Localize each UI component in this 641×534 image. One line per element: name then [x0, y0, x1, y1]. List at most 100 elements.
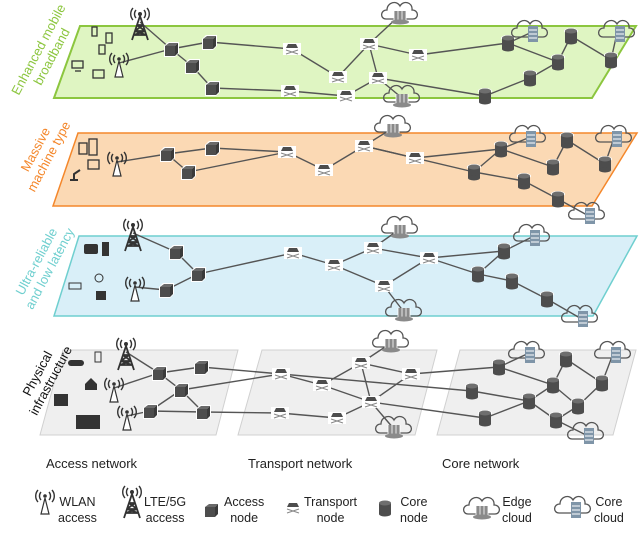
mmtc-core-node-icon	[598, 156, 612, 173]
phys-link	[471, 390, 530, 402]
embb-link	[484, 77, 531, 97]
mmtc-transport-node-icon	[277, 145, 297, 159]
region-label-core: Core network	[442, 456, 520, 471]
phys-transport-node-icon	[312, 378, 332, 392]
plane-phys-access	[39, 349, 239, 436]
mmtc-core-node-icon	[551, 191, 565, 208]
embb-transport-node-icon	[408, 48, 428, 62]
mmtc-core-node-icon	[494, 141, 508, 158]
legend-item-core-node: Core node	[396, 494, 428, 526]
lte-tower-urllc-icon	[122, 218, 144, 252]
phys-core-node-icon	[478, 410, 492, 427]
phys-core-node-icon	[546, 377, 560, 394]
phys-core-node-icon	[492, 359, 506, 376]
embb-access-node-icon	[205, 81, 220, 96]
phys-link	[280, 373, 473, 392]
embb-transport-node-icon	[359, 37, 379, 51]
edge-cloud-urllc-1-icon	[382, 217, 418, 239]
edge-cloud-embb-1-icon	[382, 3, 418, 25]
embb-link	[289, 90, 347, 97]
phys-link	[200, 366, 282, 375]
urllc-access-node-icon	[169, 245, 184, 260]
mmtc-transport-node-icon	[354, 139, 374, 153]
legend-item-edge-cloud: Edge cloud	[498, 494, 532, 526]
urllc-link	[428, 250, 505, 259]
legend-access-node-line1: Access	[224, 495, 265, 509]
mmtc-devices-icon	[70, 138, 100, 181]
mmtc-link	[187, 151, 288, 173]
legend-core-node-line2: node	[400, 511, 428, 525]
urllc-access-node-icon	[159, 283, 174, 298]
mmtc-link	[473, 171, 525, 182]
phys-link	[410, 366, 500, 375]
embb-link	[377, 77, 486, 97]
mmtc-access-node-icon	[181, 165, 196, 180]
embb-devices-icon	[71, 26, 113, 79]
phys-link	[149, 410, 204, 413]
phys-access-node-icon	[174, 383, 189, 398]
embb-link	[417, 42, 509, 56]
legend-edge-cloud-icon	[464, 498, 500, 520]
embb-core-node-icon	[501, 35, 515, 52]
phys-core-node-icon	[465, 383, 479, 400]
mmtc-transport-node-icon	[405, 151, 425, 165]
embb-transport-node-icon	[336, 89, 356, 103]
embb-transport-node-icon	[368, 71, 388, 85]
phys-core-node-icon	[595, 375, 609, 392]
legend-lte-5g-access-icon	[121, 485, 143, 519]
embb-transport-node-icon	[328, 70, 348, 84]
mmtc-access-node-icon	[160, 147, 175, 162]
phys-transport-node-icon	[327, 411, 347, 425]
legend-edge-cloud-line1: Edge	[502, 495, 532, 509]
urllc-devices-icon	[68, 242, 109, 300]
phys-transport-node-icon	[271, 367, 291, 381]
urllc-transport-node-icon	[283, 246, 303, 260]
legend-core-node-icon	[378, 500, 392, 517]
mmtc-transport-node-icon	[314, 163, 334, 177]
phys-access-node-icon	[194, 360, 209, 375]
phys-link	[180, 373, 282, 391]
legend-core-cloud-line2: cloud	[594, 511, 624, 525]
phys-link	[498, 366, 554, 386]
mmtc-core-node-icon	[467, 164, 481, 181]
phys-transport-node-icon	[270, 406, 290, 420]
embb-core-node-icon	[551, 54, 565, 71]
legend-edge-cloud-line2: cloud	[502, 511, 532, 525]
legend-lte-line1: LTE/5G	[144, 495, 187, 509]
embb-link	[208, 41, 293, 50]
phys-link	[360, 362, 372, 403]
urllc-transport-node-icon	[324, 258, 344, 272]
urllc-link	[132, 232, 177, 253]
urllc-transport-node-icon	[374, 279, 394, 293]
embb-transport-node-icon	[280, 84, 300, 98]
phys-transport-node-icon	[401, 367, 421, 381]
urllc-core-node-icon	[505, 273, 519, 290]
embb-access-node-icon	[185, 59, 200, 74]
legend-wlan-line1: WLAN	[59, 495, 96, 509]
legend-access-node-icon	[204, 503, 219, 518]
mmtc-core-node-icon	[546, 159, 560, 176]
phys-link	[370, 401, 486, 419]
legend-wlan-access-icon	[35, 489, 55, 515]
edge-cloud-phys-1-icon	[373, 331, 409, 353]
legend-core-node-line1: Core	[400, 495, 428, 509]
mmtc-link	[414, 148, 502, 159]
embb-core-node-icon	[604, 52, 618, 69]
embb-core-node-icon	[564, 28, 578, 45]
phys-core-node-icon	[559, 351, 573, 368]
legend-item-core-cloud: Core cloud	[590, 494, 624, 526]
urllc-core-node-icon	[471, 266, 485, 283]
urllc-link	[372, 247, 430, 259]
embb-core-node-icon	[523, 70, 537, 87]
region-label-transport: Transport network	[248, 456, 353, 471]
plane-urllc	[52, 235, 639, 317]
urllc-link	[197, 252, 294, 275]
legend-core-cloud-line1: Core	[595, 495, 623, 509]
plane-mmtc	[51, 132, 639, 207]
phys-access-node-icon	[143, 404, 158, 419]
legend-transport-node-line1: Transport	[304, 495, 358, 509]
embb-core-node-icon	[478, 88, 492, 105]
phys-devices-icon	[54, 351, 102, 429]
